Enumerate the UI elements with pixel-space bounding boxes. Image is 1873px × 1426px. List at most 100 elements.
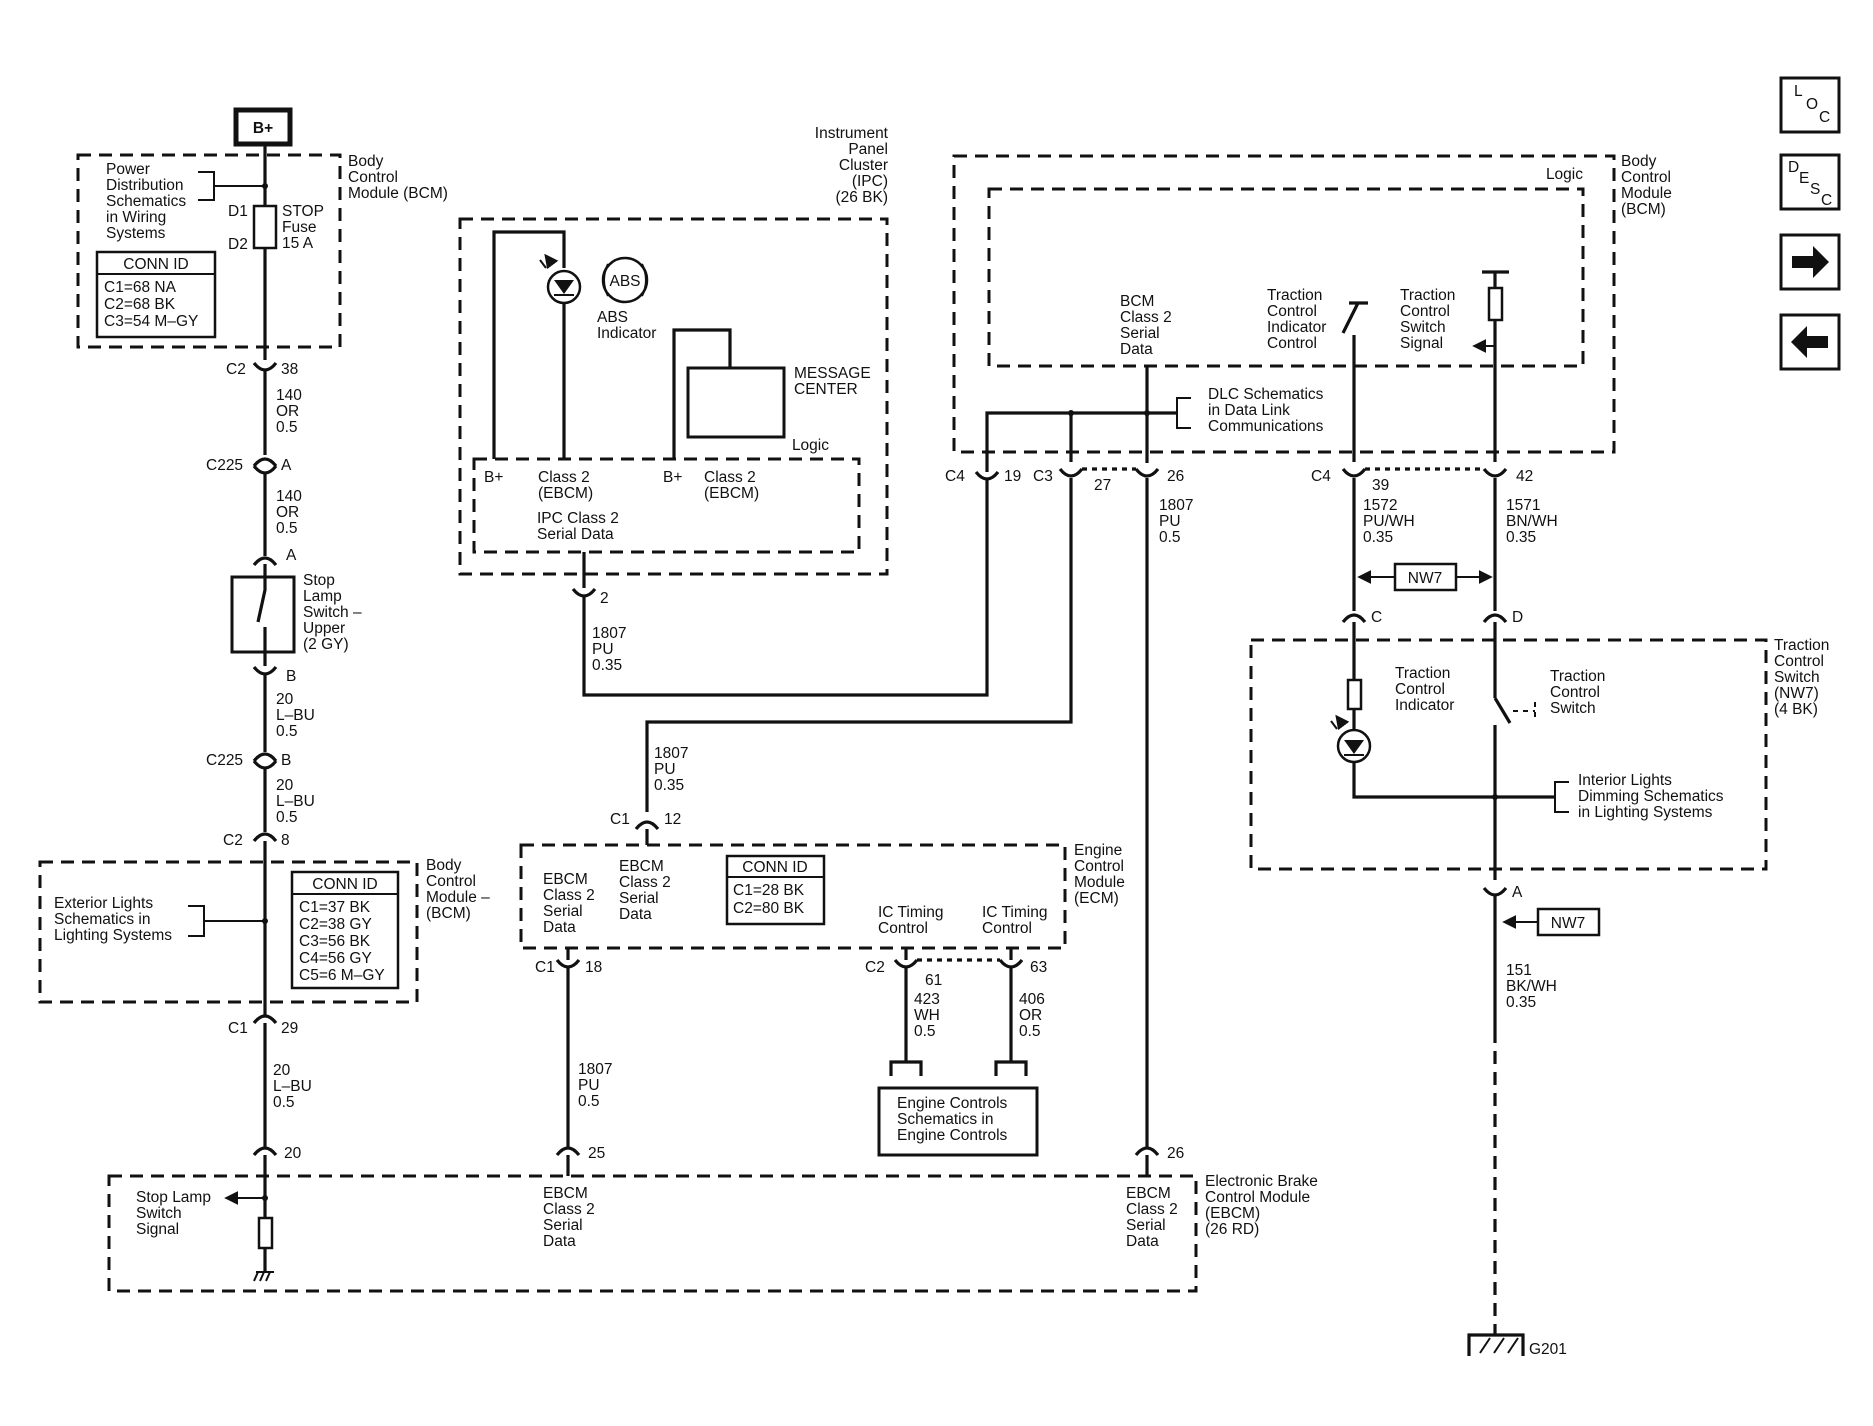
connector-ebcm-20 — [252, 1146, 278, 1157]
connector-switch-b — [252, 665, 278, 676]
svg-text:(4 BK): (4 BK) — [1774, 701, 1818, 718]
svg-text:0.5: 0.5 — [578, 1093, 600, 1110]
svg-text:Module: Module — [1074, 874, 1125, 891]
wire-1807-bcm: 1807 PU 0.5 — [1159, 497, 1193, 546]
connector-c225-a-bottom — [252, 464, 278, 475]
svg-text:C2=68 BK: C2=68 BK — [104, 296, 176, 313]
ext-lights-bracket — [188, 905, 265, 937]
ic-timing-2: IC Timing Control — [982, 904, 1047, 937]
svg-text:Control: Control — [1621, 169, 1671, 186]
svg-text:Serial Data: Serial Data — [537, 526, 614, 543]
svg-text:IPC Class 2: IPC Class 2 — [537, 510, 619, 527]
svg-text:Lamp: Lamp — [303, 588, 342, 605]
svg-text:(IPC): (IPC) — [852, 173, 888, 190]
connector-c225-b-bottom — [252, 759, 278, 770]
ebcm-pulldown-resistor-icon — [257, 1216, 274, 1250]
tci-label: Traction Control Indicator — [1395, 665, 1454, 714]
chassis-ground-icon — [253, 1271, 274, 1282]
svg-text:Class 2: Class 2 — [619, 874, 671, 891]
svg-text:Module: Module — [1621, 185, 1672, 202]
bplus-supply: B+ — [233, 107, 293, 147]
svg-text:B+: B+ — [663, 469, 682, 486]
svg-text:D: D — [1788, 159, 1799, 176]
svg-text:Stop Lamp: Stop Lamp — [136, 1189, 211, 1206]
svg-text:Systems: Systems — [106, 225, 166, 242]
svg-text:(EBCM): (EBCM) — [1205, 1205, 1260, 1222]
ebcm-serial-label-2: EBCM Class 2 Serial Data — [1126, 1185, 1178, 1250]
svg-text:A: A — [281, 457, 292, 474]
stop-lamp-switch-icon — [230, 575, 296, 654]
svg-text:(EBCM): (EBCM) — [704, 485, 759, 502]
svg-text:Serial: Serial — [543, 903, 583, 920]
svg-text:0.5: 0.5 — [914, 1023, 936, 1040]
wire-140-b: 140 OR 0.5 — [276, 488, 302, 537]
wire-20-b: 20 L–BU 0.5 — [276, 777, 315, 826]
dlc-bracket — [1176, 397, 1191, 429]
svg-text:1807: 1807 — [592, 625, 626, 642]
arrow-left-icon — [1791, 326, 1828, 358]
svg-text:0.5: 0.5 — [1019, 1023, 1041, 1040]
svg-text:C225: C225 — [206, 752, 243, 769]
svg-text:Class 2: Class 2 — [543, 887, 595, 904]
svg-text:423: 423 — [914, 991, 940, 1008]
svg-text:O: O — [1806, 96, 1818, 113]
abs-indicator-label: ABS Indicator — [597, 309, 656, 342]
svg-text:27: 27 — [1094, 477, 1111, 494]
bcm-serial-label: BCM Class 2 Serial Data — [1120, 293, 1172, 358]
back-arrow-button[interactable] — [1779, 313, 1841, 371]
description-button[interactable]: D E S C — [1779, 153, 1841, 211]
svg-text:EBCM: EBCM — [1126, 1185, 1171, 1202]
traction-switch-contact — [1493, 622, 1512, 880]
forward-arrow-button[interactable] — [1779, 233, 1841, 291]
connector-26-bcm — [1134, 467, 1160, 478]
bcm-right-logic-box — [987, 187, 1585, 368]
svg-text:Control: Control — [1074, 858, 1124, 875]
wire-406: 406 OR 0.5 — [1019, 991, 1045, 1040]
svg-text:0.5: 0.5 — [276, 809, 298, 826]
stop-lamp-signal-label: Stop Lamp Switch Signal — [136, 1189, 211, 1238]
svg-text:C1: C1 — [535, 959, 555, 976]
abs-led-wire — [492, 230, 566, 459]
svg-text:L–BU: L–BU — [276, 793, 315, 810]
svg-text:(BCM): (BCM) — [1621, 201, 1666, 218]
connector-42 — [1482, 467, 1508, 478]
connector-c3-27 — [1058, 467, 1084, 478]
svg-text:C2: C2 — [226, 361, 246, 378]
svg-text:C: C — [1819, 109, 1830, 126]
abs-led-icon — [540, 256, 582, 305]
svg-text:Control: Control — [348, 169, 398, 186]
tcs-switch-label: Traction Control Switch — [1550, 668, 1605, 717]
svg-text:NW7: NW7 — [1551, 915, 1585, 932]
connector-c2-61 — [893, 958, 919, 969]
ipc-serial-label: IPC Class 2 Serial Data — [537, 510, 619, 543]
svg-text:Traction: Traction — [1774, 637, 1829, 654]
svg-text:BK/WH: BK/WH — [1506, 978, 1557, 995]
svg-text:Control Module: Control Module — [1205, 1189, 1310, 1206]
svg-text:(EBCM): (EBCM) — [538, 485, 593, 502]
svg-text:Control: Control — [982, 920, 1032, 937]
svg-text:IC Timing: IC Timing — [878, 904, 943, 921]
svg-text:B+: B+ — [484, 469, 503, 486]
svg-text:Class 2: Class 2 — [704, 469, 756, 486]
ebcm-serial-label-1: EBCM Class 2 Serial Data — [543, 1185, 595, 1250]
svg-text:0.5: 0.5 — [1159, 529, 1181, 546]
location-button[interactable]: L O C — [1779, 76, 1841, 134]
tcs-title: Traction Control Switch (NW7) (4 BK) — [1774, 637, 1829, 718]
svg-text:Body: Body — [348, 153, 384, 170]
connector-ipc-2 — [571, 587, 597, 598]
svg-text:1807: 1807 — [1159, 497, 1193, 514]
svg-text:C3: C3 — [1033, 468, 1053, 485]
connector-63 — [998, 958, 1024, 969]
svg-text:B: B — [286, 668, 296, 685]
svg-text:A: A — [286, 547, 297, 564]
tci-control-switch — [1341, 301, 1368, 462]
svg-text:63: 63 — [1030, 959, 1047, 976]
connector-switch-a — [252, 556, 278, 567]
svg-text:Switch: Switch — [1400, 319, 1446, 336]
svg-text:Class 2: Class 2 — [538, 469, 590, 486]
svg-text:Engine Controls: Engine Controls — [897, 1095, 1008, 1112]
svg-text:C2: C2 — [865, 959, 885, 976]
svg-text:Signal: Signal — [1400, 335, 1443, 352]
svg-text:BN/WH: BN/WH — [1506, 513, 1558, 530]
